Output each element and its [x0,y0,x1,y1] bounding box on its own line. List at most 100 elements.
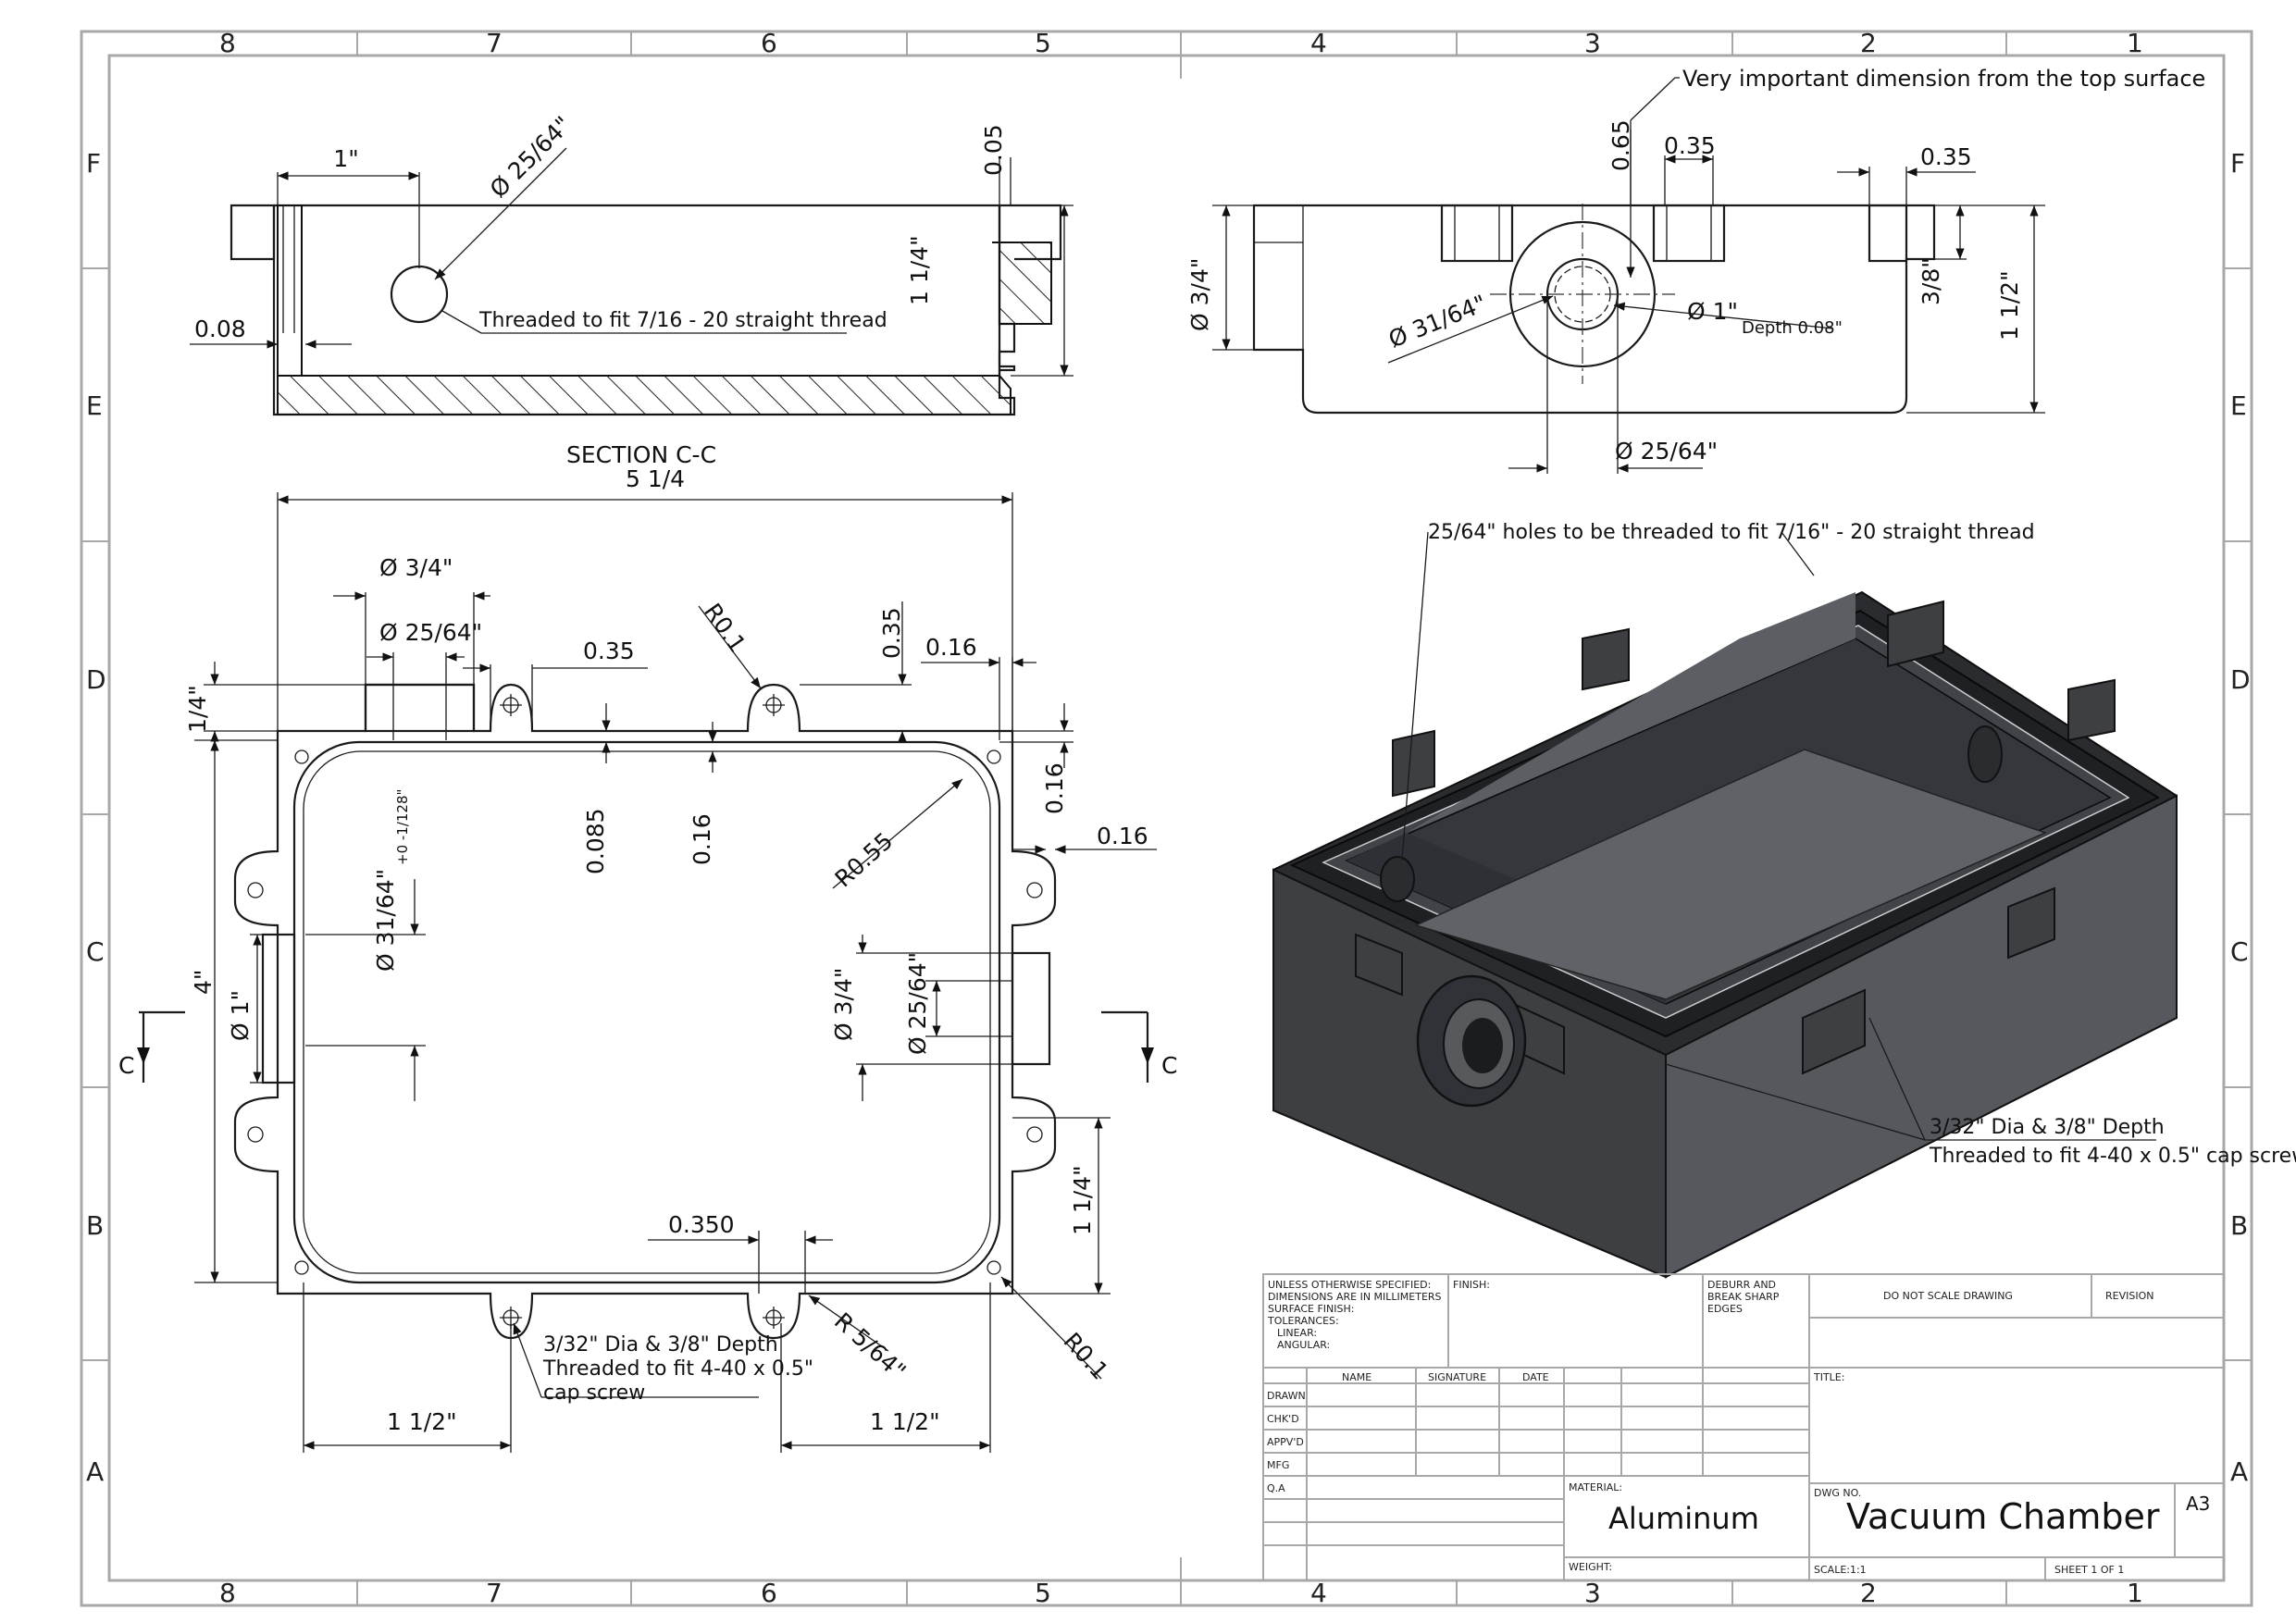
side-dim-2564: Ø 25/64" [1615,438,1718,465]
zone-col-top-4: 4 [1310,28,1327,58]
tb-unless-1: UNLESS OTHERWISE SPECIFIED: [1268,1279,1431,1291]
top-dim-016: 0.16 [925,634,977,661]
iso-bosses [1355,600,2116,1075]
tb-material-label: MATERIAL: [1569,1481,1622,1493]
tb-size: A3 [2186,1493,2210,1515]
tb-unless-5: LINEAR: [1277,1327,1317,1339]
inner-border [107,54,2226,1582]
top-dim-016v: 0.16 [689,813,715,865]
top-screw-note-2: Threaded to fit 4-40 x 0.5" [542,1357,813,1381]
side-view: 0.65 Very important dimension from the t… [1186,66,2205,474]
side-dim-3164: Ø 31/64" [1384,290,1490,353]
zone-row-left-F: F [86,148,101,179]
side-dim-065: 0.65 [1607,119,1634,171]
section-port-hole [390,265,449,324]
iso-screw-note-1: 3/32" Dia & 3/8" Depth [1930,1116,2165,1139]
top-r564: R 5/64" [829,1307,911,1385]
section-dim-005: 0.05 [980,124,1007,176]
zone-row-right-A: A [2230,1456,2248,1487]
top-view: 5 1/4 Ø 3/4" Ø 25/64" 0.35 R0.1 0.35 0.1… [118,465,1177,1453]
section-dim-height: 1 1/4" [906,235,933,305]
tb-unless-2: DIMENSIONS ARE IN MILLIMETERS [1268,1291,1442,1303]
section-dim-1in: 1" [333,145,358,172]
iso-screw-note-2: Threaded to fit 4-40 x 0.5" cap screw [1929,1145,2296,1168]
zone-col-top-8: 8 [219,28,236,58]
section-view: 1" Ø 25/64" 0.05 0.08 1 1/4" Threaded to… [190,111,1074,468]
tb-do-not-scale: DO NOT SCALE DRAWING [1883,1290,2013,1302]
tb-row-appvd: APPV'D [1267,1436,1304,1448]
top-r01b: R0.1 [1059,1328,1114,1385]
top-dim-3164: Ø 31/64" [372,869,399,972]
top-r055: R0.55 [830,827,899,892]
top-r01: R0.1 [699,599,751,657]
tb-unless-4: TOLERANCES: [1267,1315,1339,1327]
tb-deburr-1: DEBURR AND [1707,1279,1776,1291]
tb-unless-3: SURFACE FINISH: [1268,1303,1354,1315]
tb-sheet: SHEET 1 OF 1 [2054,1564,2124,1576]
iso-port-hole-left [1380,856,1415,902]
tb-weight: WEIGHT: [1569,1561,1612,1573]
zone-row-right-D: D [2230,664,2251,695]
zone-row-left-B: B [86,1210,104,1241]
top-dim-34b: Ø 3/4" [830,968,857,1041]
zone-col-bottom-3: 3 [1584,1578,1601,1608]
top-screw-note-3: cap screw [543,1381,645,1405]
tb-col-name: NAME [1342,1371,1371,1383]
tb-dwg-title: Vacuum Chamber [1846,1496,2160,1537]
section-dim-008: 0.08 [194,316,246,342]
cut-line-right: C [1161,1052,1177,1079]
top-dim-016r: 0.16 [1041,762,1068,814]
side-dim-035a: 0.35 [1664,132,1716,159]
section-dim-hole-dia: Ø 25/64" [485,111,577,203]
top-screw-note-1: 3/32" Dia & 3/8" Depth [543,1333,778,1357]
zone-col-top-3: 3 [1584,28,1601,58]
side-dim-38: 3/8" [1917,257,1944,305]
tb-unless-6: ANGULAR: [1277,1339,1330,1351]
side-note-top: Very important dimension from the top su… [1682,66,2205,92]
top-dim-4: 4" [190,970,217,995]
outer-border [80,30,2253,1607]
section-thread-note: Threaded to fit 7/16 - 20 straight threa… [478,309,887,332]
zone-col-bottom-4: 4 [1310,1578,1327,1608]
zone-row-right-E: E [2230,390,2247,421]
top-dim-112b: 1 1/2" [870,1408,940,1435]
top-dim-0350: 0.350 [668,1211,735,1238]
top-dim-34: Ø 3/4" [379,554,453,581]
tb-col-signature: SIGNATURE [1428,1371,1486,1383]
top-dim-035v: 0.35 [878,607,905,659]
tb-finish: FINISH: [1453,1279,1490,1291]
section-label: SECTION C-C [566,441,716,468]
tb-deburr-2: BREAK SHARP [1707,1291,1780,1303]
top-dim-14: 1/4" [184,685,211,733]
tb-title-label: TITLE: [1813,1371,1844,1383]
tb-col-date: DATE [1522,1371,1549,1383]
isometric-view: 25/64" holes to be threaded to fit 7/16"… [1272,521,2296,1279]
tb-row-drawn: DRAWN [1267,1390,1306,1402]
tb-row-qa: Q.A [1267,1482,1285,1494]
side-dim-112: 1 1/2" [1996,270,2023,341]
tb-row-chkd: CHK'D [1267,1413,1299,1425]
zone-col-bottom-1: 1 [2127,1578,2143,1608]
iso-port-hole-right [1967,725,2003,783]
top-dim-2564b: Ø 25/64" [904,952,931,1055]
zone-row-left-C: C [86,936,105,967]
top-dim-width: 5 1/4 [626,465,685,492]
zone-col-bottom-7: 7 [486,1578,503,1608]
tb-revision: REVISION [2105,1290,2153,1302]
top-tol: +0 -1/128" [394,789,411,865]
side-dim-34: Ø 3/4" [1186,258,1213,331]
cut-line-left: C [118,1052,134,1079]
top-dim-016b: 0.16 [1097,823,1148,849]
top-dim-1: Ø 1" [227,990,254,1041]
top-dim-0085: 0.085 [582,808,609,874]
iso-holes-note: 25/64" holes to be threaded to fit 7/16"… [1428,521,2035,544]
zone-row-left-A: A [86,1456,104,1487]
top-dim-112a: 1 1/2" [387,1408,457,1435]
zone-col-top-6: 6 [761,28,777,58]
zone-col-top-7: 7 [486,28,503,58]
top-dim-114: 1 1/4" [1069,1165,1096,1235]
tb-row-mfg: MFG [1267,1459,1289,1471]
zone-row-right-C: C [2230,936,2249,967]
side-dim-035b: 0.35 [1920,143,1972,170]
